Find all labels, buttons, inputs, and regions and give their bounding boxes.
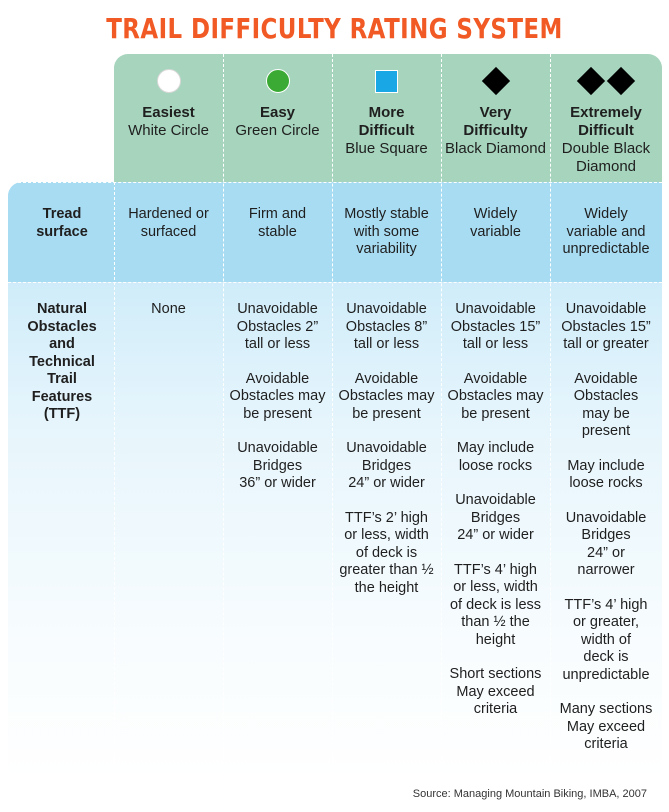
- column-header-easiest: Easiest White Circle: [114, 104, 223, 140]
- table-cell: Widely variable and unpredictable: [550, 206, 662, 276]
- cell-text: TTF’s 4’ high or greater, width of deck …: [562, 596, 650, 683]
- cell-text: TTF’s 2’ high or less, width of deck is …: [339, 509, 434, 596]
- column-subtitle: Double Black Diamond: [561, 140, 651, 175]
- cell-text: Unavoidable Bridges 24” or wider: [455, 492, 536, 543]
- table-cell: Unavoidable Obstacles 8” tall or less Av…: [332, 301, 441, 614]
- divider: [550, 54, 551, 780]
- cell-text: Unavoidable Obstacles 2” tall or less: [236, 301, 319, 352]
- green-circle-icon: [265, 69, 290, 93]
- divider: [8, 282, 662, 283]
- cell-text: TTF’s 4’ high or less, width of deck is …: [449, 561, 542, 648]
- table-cell: None: [114, 301, 223, 336]
- page-title: TRAIL DIFFICULTY RATING SYSTEM: [106, 12, 563, 45]
- header-symbol: [332, 64, 441, 98]
- column-name: Easy: [259, 104, 296, 121]
- column-subtitle: Blue Square: [345, 140, 428, 157]
- column-subtitle: Green Circle: [235, 122, 320, 139]
- column-header-very-difficulty: Very Difficulty Black Diamond: [441, 104, 550, 158]
- divider: [8, 182, 662, 183]
- divider: [332, 54, 333, 780]
- header-symbol: [223, 64, 332, 98]
- cell-text: Mostly stable with some variability: [344, 206, 429, 257]
- table-cell: Firm and stable: [223, 206, 332, 258]
- cell-text: Many sections May exceed criteria: [559, 701, 653, 752]
- cell-text: Unavoidable Obstacles 15” tall or greate…: [561, 301, 651, 352]
- cell-text: Widely variable: [470, 206, 521, 240]
- cell-text: May include loose rocks: [567, 457, 645, 492]
- divider: [441, 54, 442, 780]
- cell-text: None: [151, 301, 186, 317]
- column-name: Easiest: [142, 104, 195, 121]
- header-symbol: [114, 64, 223, 98]
- cell-text: Hardened or surfaced: [128, 206, 209, 240]
- column-header-extremely-difficult: Extremely Difficult Double Black Diamond: [550, 104, 662, 176]
- cell-text: Avoidable Obstacles may be present: [573, 370, 639, 440]
- column-subtitle: White Circle: [128, 122, 209, 139]
- cell-text: Unavoidable Obstacles 8” tall or less: [345, 301, 428, 352]
- table-cell: Unavoidable Obstacles 15” tall or less A…: [441, 301, 550, 736]
- tread-row-band: [8, 182, 662, 282]
- source-caption: Source: Managing Mountain Biking, IMBA, …: [412, 788, 647, 800]
- column-name: Extremely Difficult: [570, 104, 642, 139]
- column-header-easy: Easy Green Circle: [223, 104, 332, 140]
- row-label-tread-surface: Tread surface: [36, 206, 88, 240]
- cell-text: Widely variable and unpredictable: [562, 206, 650, 257]
- cell-text: Avoidable Obstacles may be present: [229, 370, 326, 422]
- black-diamond-icon: [606, 66, 636, 96]
- cell-text: May include loose rocks: [456, 440, 535, 474]
- divider: [223, 54, 224, 780]
- cell-text: Short sections May exceed criteria: [449, 666, 542, 717]
- table-cell: Mostly stable with some variability: [332, 206, 441, 276]
- divider: [114, 182, 115, 780]
- row-label-natural-obstacles: Natural Obstacles and Technical Trail Fe…: [27, 301, 97, 422]
- header-symbol: [550, 64, 662, 98]
- white-circle-icon: [156, 69, 181, 93]
- black-diamond-icon: [481, 66, 510, 96]
- cell-text: Firm and stable: [248, 206, 307, 240]
- table-cell: Unavoidable Obstacles 2” tall or less Av…: [223, 301, 332, 510]
- table-cell: Widely variable: [441, 206, 550, 258]
- table-cell: Hardened or surfaced: [114, 206, 223, 258]
- column-subtitle: Black Diamond: [445, 140, 546, 157]
- cell-text: Avoidable Obstacles may be present: [338, 370, 435, 422]
- cell-text: Unavoidable Bridges 24” or narrower: [565, 509, 647, 579]
- column-name: Very Difficulty: [463, 104, 528, 139]
- blue-square-icon: [375, 69, 398, 93]
- black-diamond-icon: [576, 66, 606, 96]
- cell-text: Unavoidable Bridges 24” or wider: [346, 440, 427, 491]
- column-header-more-difficult: More Difficult Blue Square: [332, 104, 441, 158]
- cell-text: Unavoidable Bridges 36” or wider: [237, 440, 318, 491]
- cell-text: Unavoidable Obstacles 15” tall or less: [450, 301, 541, 352]
- header-symbol: [441, 64, 550, 98]
- column-name: More Difficult: [358, 104, 415, 139]
- table-cell: Unavoidable Obstacles 15” tall or greate…: [550, 301, 662, 771]
- cell-text: Avoidable Obstacles may be present: [447, 370, 544, 422]
